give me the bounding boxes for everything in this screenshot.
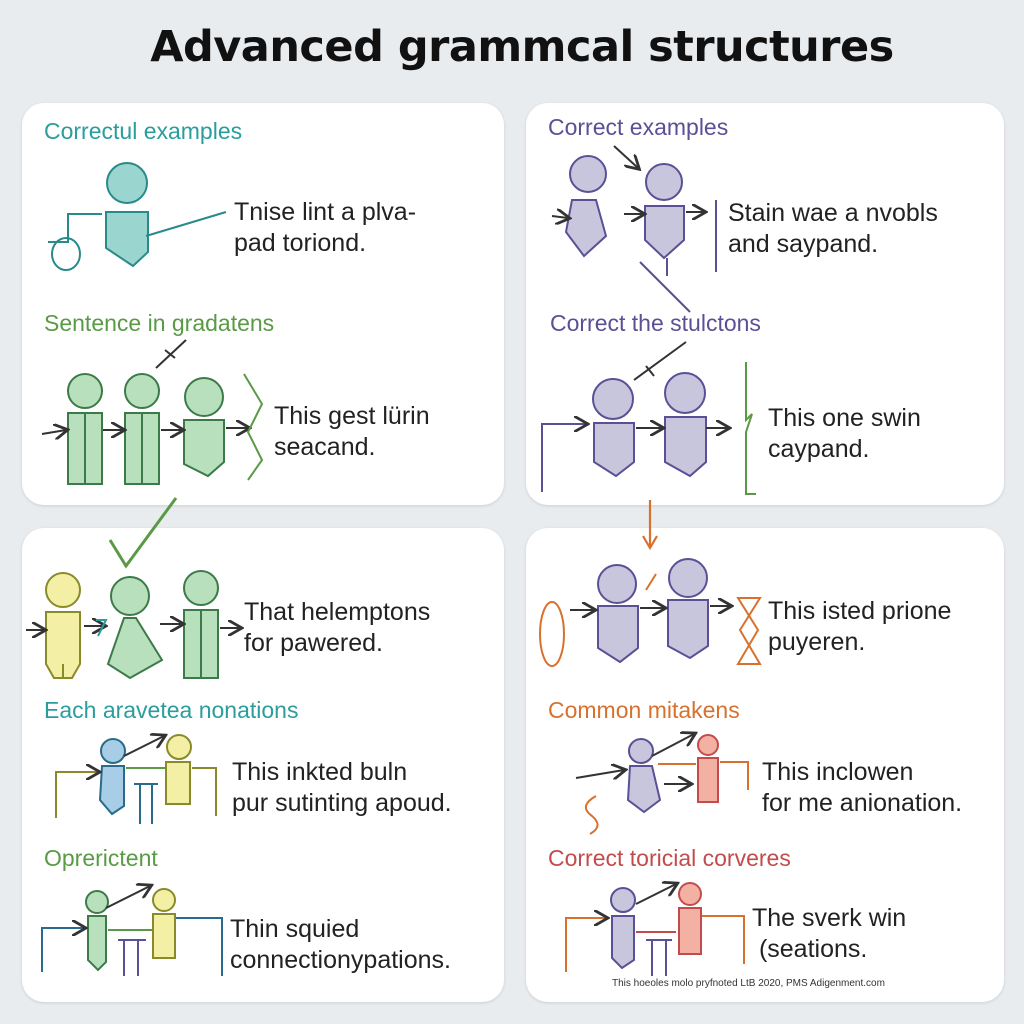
- heading-sentence-in-gradatens: Sentence in gradatens: [44, 310, 275, 336]
- figure-group-tr-2: [541, 341, 756, 495]
- connector-orange-arrow: [642, 500, 658, 551]
- page-title: Advanced grammcal structures: [150, 22, 894, 72]
- example-sentence-br-2-line1: This inclowen: [762, 758, 914, 786]
- example-sentence-tr-1-line1: Stain wae a nvobls: [728, 199, 938, 227]
- footnote-credit: This hoeoles molo pryfnoted LtB 2020, PM…: [612, 978, 885, 989]
- heading-correct-the-stulctons: Correct the stulctons: [550, 310, 761, 336]
- figure-group-br-2: [575, 734, 749, 835]
- example-sentence-br-3-line1: The sverk win: [752, 904, 907, 932]
- figure-group-tl-1: [48, 162, 227, 271]
- example-sentence-tr-2-line2: caypand.: [768, 435, 870, 463]
- heading-correct-toricial-corveres: Correct toricial corveres: [548, 845, 791, 871]
- example-sentence-tl-1-line1: Tnise lint a plva-: [234, 198, 417, 226]
- example-sentence-tl-2-line2: seacand.: [274, 433, 376, 461]
- example-sentence-tl-2-line1: This gest lürin: [274, 402, 430, 430]
- example-sentence-bl-2-line2: pur sutinting apoud.: [232, 789, 452, 817]
- heading-each-aravetea-nonations: Each aravetea nonations: [44, 697, 299, 723]
- example-sentence-bl-3-line1: Thin squied: [230, 915, 360, 943]
- example-sentence-tr-1-line2: and saypand.: [728, 230, 879, 258]
- figure-group-br-3: [565, 883, 745, 976]
- figure-group-br-1: [539, 558, 762, 667]
- heading-common-mitakens: Common mitakens: [548, 697, 740, 723]
- example-sentence-br-3-line2: (seations.: [752, 935, 868, 963]
- figure-group-tr-1: [551, 145, 717, 313]
- figure-group-bl-2: [55, 735, 217, 824]
- example-sentence-bl-1-line1: That helemptons: [244, 598, 431, 626]
- example-sentence-tl-1-line2: pad toriond.: [234, 229, 367, 257]
- example-sentence-br-2-line2: for me anionation.: [762, 789, 963, 817]
- connector-checkmark: [108, 497, 178, 569]
- heading-oprerictent: Oprerictent: [44, 845, 158, 871]
- example-sentence-bl-1-line2: for pawered.: [244, 629, 383, 657]
- example-sentence-br-1-line2: puyeren.: [768, 628, 866, 656]
- figure-group-bl-1: [26, 570, 240, 680]
- example-sentence-bl-3-line2: connectionypations.: [230, 946, 451, 974]
- example-sentence-tr-2-line1: This one swin: [768, 404, 921, 432]
- example-sentence-bl-2-line1: This inkted buln: [232, 758, 408, 786]
- example-sentence-br-1-line1: This isted prione: [768, 597, 952, 625]
- figure-group-bl-3: [41, 886, 223, 976]
- figure-group-tl-2: [41, 339, 264, 485]
- heading-correct-examples: Correct examples: [548, 114, 729, 140]
- heading-correctul-examples: Correctul examples: [44, 118, 243, 144]
